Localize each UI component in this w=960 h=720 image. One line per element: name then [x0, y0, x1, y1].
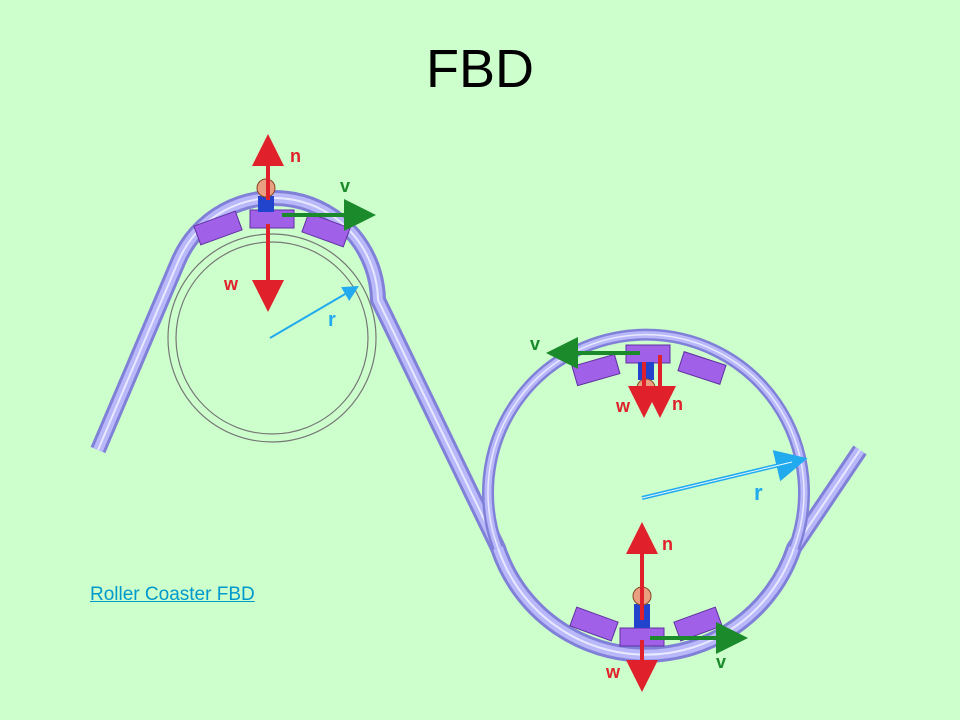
top-hill-forces: n w v r [223, 134, 376, 339]
top-radius-label: r [328, 309, 336, 331]
loop-bottom-weight-label: w [605, 662, 621, 682]
loop-top-velocity-label: v [530, 334, 540, 354]
loop-radius-label: r [754, 480, 763, 505]
loop-top-normal-label: n [672, 394, 683, 414]
top-radius-arrow [269, 285, 359, 339]
loop-top-forces: v w n [530, 334, 683, 418]
page-title: FBD [426, 39, 534, 99]
loop-bottom-velocity-label: v [716, 652, 726, 672]
loop-radius: r [641, 450, 808, 505]
loop-bottom-forces: n w v [605, 522, 748, 692]
loop-top-weight-label: w [615, 396, 631, 416]
top-velocity-label: v [340, 176, 350, 196]
top-loop-circles [167, 233, 377, 443]
roller-coaster-fbd-link[interactable]: Roller Coaster FBD [90, 584, 255, 605]
top-normal-label: n [290, 146, 301, 166]
loop-bottom-normal-label: n [662, 534, 673, 554]
top-weight-label: w [223, 274, 239, 294]
